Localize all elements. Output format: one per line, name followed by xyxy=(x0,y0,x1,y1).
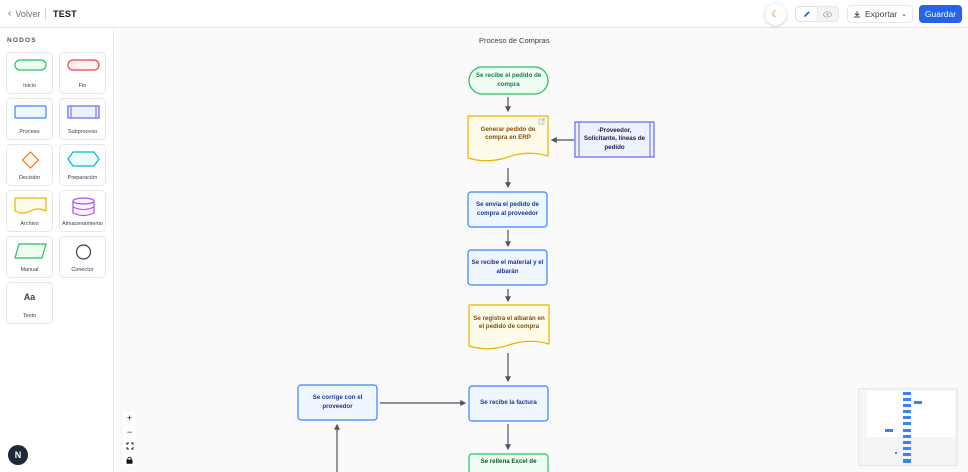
diagram-title: Proceso de Compras xyxy=(479,36,550,45)
palette-item-subproceso[interactable]: Subproceso xyxy=(59,98,106,140)
header-divider xyxy=(45,8,46,20)
palette-item-label: Manual xyxy=(20,267,39,273)
palette-item-label: Decisión xyxy=(18,175,41,181)
zoom-in-button[interactable]: + xyxy=(123,411,136,424)
back-button[interactable]: ‹ Volver xyxy=(8,8,40,19)
lock-icon xyxy=(126,456,133,464)
preparation-icon xyxy=(67,151,100,167)
palette-item-conector[interactable]: Conector xyxy=(59,236,106,278)
preview-mode-button[interactable] xyxy=(817,7,838,21)
manual-input-icon xyxy=(14,243,47,259)
palette-item-texto[interactable]: Aa Texto xyxy=(6,282,53,324)
eye-icon xyxy=(823,11,832,17)
palette-item-label: Conector xyxy=(71,267,94,273)
theme-toggle-button[interactable]: ☾ xyxy=(765,4,786,25)
chevron-left-icon: ‹ xyxy=(8,8,12,19)
palette-item-label: Texto xyxy=(22,313,37,319)
document-title: TEST xyxy=(53,9,77,19)
palette-item-proceso[interactable]: Proceso xyxy=(6,98,53,140)
zoom-controls: + − xyxy=(123,411,136,466)
minimap-view xyxy=(867,391,955,463)
terminal-start-icon xyxy=(14,59,47,71)
chevron-down-icon: ⌄ xyxy=(901,11,907,18)
fit-view-button[interactable] xyxy=(123,439,136,452)
connector-icon xyxy=(75,244,92,260)
node-label[interactable]: Generar pedido de compra en ERP xyxy=(480,125,536,141)
subprocess-icon xyxy=(67,105,100,119)
palette-item-label: Fin xyxy=(78,83,87,89)
node-label[interactable]: Se rellena Excel de xyxy=(480,458,537,465)
palette-item-almacenamiento[interactable]: Almacenamiento xyxy=(59,190,106,232)
node-label[interactable]: Se recibe el material y el albarán xyxy=(471,259,544,275)
palette-item-label: Subproceso xyxy=(67,129,98,135)
palette-item-label: Archivo xyxy=(20,221,39,227)
palette-item-manual[interactable]: Manual xyxy=(6,236,53,278)
decision-icon xyxy=(21,151,40,169)
fit-view-icon xyxy=(126,442,133,449)
mode-toggle xyxy=(795,6,839,22)
palette-item-preparacion[interactable]: Preparación xyxy=(59,144,106,186)
export-button[interactable]: Exportar ⌄ xyxy=(847,5,913,23)
download-icon xyxy=(854,11,860,18)
moon-icon: ☾ xyxy=(771,9,780,19)
process-icon xyxy=(14,105,47,119)
text-icon: Aa xyxy=(23,292,36,302)
node-label[interactable]: Se registra el albarán en el pedido de c… xyxy=(473,314,545,330)
edit-mode-button[interactable] xyxy=(796,7,817,21)
node-palette: NODOS Inicio Fin Proceso Subproceso Deci… xyxy=(0,28,114,472)
back-label: Volver xyxy=(15,8,41,19)
node-label[interactable]: Se envía el pedido de compra al proveedo… xyxy=(476,201,539,217)
node-label[interactable]: Se recibe la factura xyxy=(480,399,537,407)
node-label[interactable]: -Proveedor, Solicitante, líneas de pedid… xyxy=(583,126,646,151)
palette-item-decision[interactable]: Decisión xyxy=(6,144,53,186)
node-label[interactable]: Se corrige con el proveedor xyxy=(312,394,363,410)
terminal-end-icon xyxy=(67,59,100,71)
zoom-out-button[interactable]: − xyxy=(123,425,136,438)
palette-item-fin[interactable]: Fin xyxy=(59,52,106,94)
palette-title: NODOS xyxy=(7,37,37,44)
palette-item-inicio[interactable]: Inicio xyxy=(6,52,53,94)
save-button[interactable]: Guardar xyxy=(919,5,962,23)
database-icon xyxy=(72,197,95,217)
palette-item-label: Proceso xyxy=(19,129,40,135)
palette-item-label: Inicio xyxy=(23,83,36,89)
assistant-badge[interactable]: N xyxy=(8,445,28,465)
palette-item-archivo[interactable]: Archivo xyxy=(6,190,53,232)
export-label: Exportar xyxy=(865,9,898,19)
pencil-icon xyxy=(803,11,810,17)
palette-item-label: Almacenamiento xyxy=(62,221,103,227)
palette-item-label: Preparación xyxy=(67,175,98,181)
node-label[interactable]: Se recibe el pedido de compra xyxy=(475,72,542,88)
minimap[interactable] xyxy=(858,388,958,466)
document-icon xyxy=(14,197,47,214)
lock-button[interactable] xyxy=(123,453,136,466)
top-bar: ‹ Volver TEST ☾ Exportar ⌄ Guardar xyxy=(0,0,968,28)
